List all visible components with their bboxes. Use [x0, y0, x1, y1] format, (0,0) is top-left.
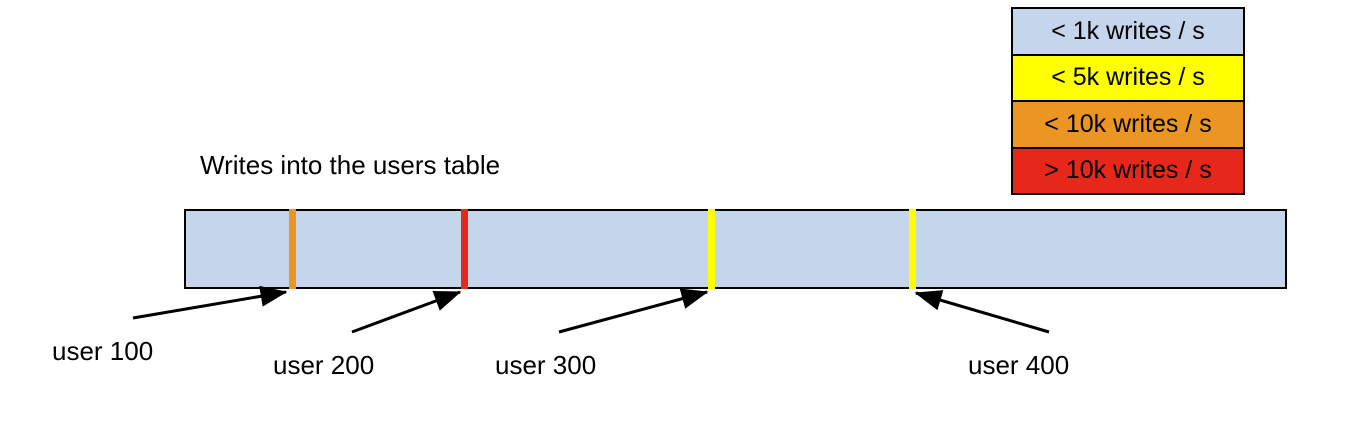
legend-item-label: < 5k writes / s	[1051, 63, 1205, 92]
legend-item-lt-1k: < 1k writes / s	[1013, 9, 1243, 56]
users-table-bar	[184, 209, 1287, 289]
legend: < 1k writes / s < 5k writes / s < 10k wr…	[1011, 7, 1245, 195]
legend-item-label: > 10k writes / s	[1044, 156, 1212, 185]
arrow-user-300	[558, 288, 709, 334]
legend-item-gt-10k: > 10k writes / s	[1013, 148, 1243, 193]
marker-user-100	[288, 209, 296, 289]
legend-item-lt-10k: < 10k writes / s	[1013, 102, 1243, 149]
callout-label-user-200: user 200	[273, 350, 375, 380]
legend-item-label: < 1k writes / s	[1051, 16, 1205, 45]
arrow-user-100	[132, 285, 288, 320]
callout-label-user-400: user 400	[968, 350, 1070, 380]
legend-item-label: < 10k writes / s	[1044, 109, 1212, 138]
callout-label-user-300: user 300	[495, 350, 597, 380]
legend-item-lt-5k: < 5k writes / s	[1013, 55, 1243, 102]
marker-user-200	[461, 209, 469, 289]
marker-user-300	[708, 209, 716, 289]
arrow-user-200	[351, 290, 462, 334]
chart-title: Writes into the users table	[200, 150, 501, 180]
marker-user-400	[909, 209, 917, 289]
callout-label-user-100: user 100	[52, 336, 154, 366]
arrow-user-400	[914, 290, 1050, 334]
